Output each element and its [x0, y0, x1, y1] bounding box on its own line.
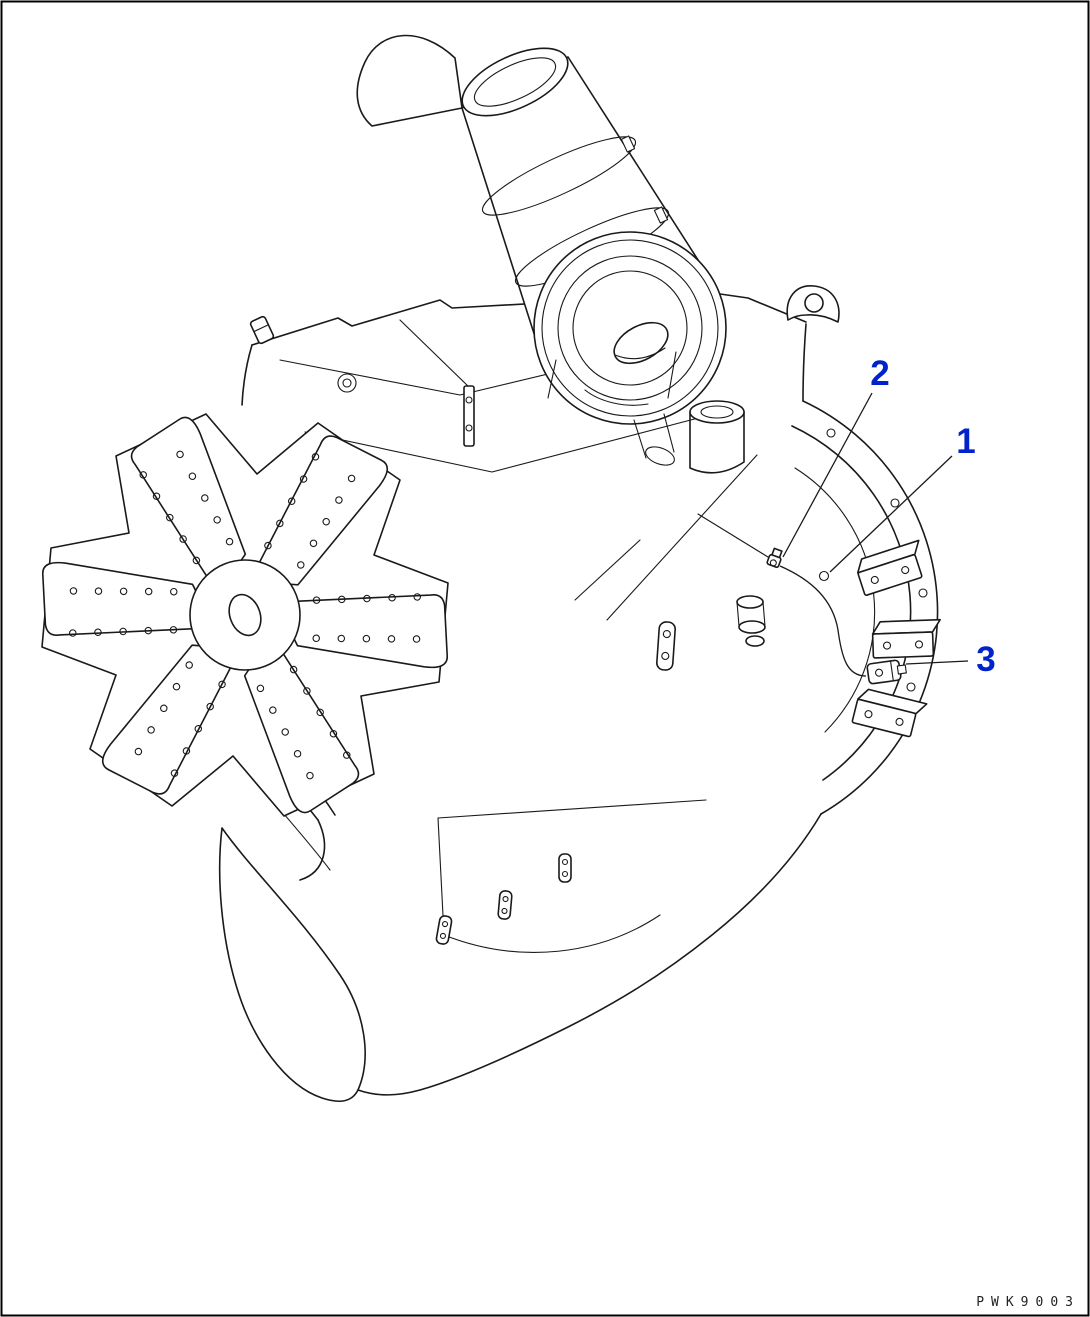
pan-clip: [558, 853, 572, 883]
lifting-ear: [786, 285, 840, 323]
deck-clip: [249, 315, 275, 345]
wiring-harness: [779, 565, 867, 677]
sensor-bolt: [766, 547, 783, 568]
callout-1[interactable]: 1: [829, 422, 976, 573]
clamp-band: [481, 135, 637, 216]
oil-pan: [218, 799, 822, 1103]
leader-line-2: [782, 392, 873, 558]
callout-2[interactable]: 2: [782, 354, 890, 558]
air-cleaner-saddle: [584, 389, 649, 406]
leader-line-3: [905, 660, 969, 665]
block-crease: [574, 539, 641, 601]
fan-assembly: [36, 413, 454, 817]
block-crease: [606, 454, 758, 621]
harness-bracket: [866, 659, 907, 685]
air-cleaner-legs: [547, 351, 677, 399]
fan-hub: [189, 559, 301, 671]
pan-clip: [497, 889, 513, 921]
support-rod: [463, 385, 475, 447]
air-cleaner: [356, 34, 727, 466]
callout-label-1[interactable]: 1: [956, 422, 975, 461]
leader-line-1: [829, 455, 953, 573]
callout-label-2[interactable]: 2: [870, 354, 889, 393]
block-crease: [697, 513, 769, 558]
exhaust-stub: [689, 400, 745, 474]
flywheel-housing: [791, 400, 943, 815]
drawing-code: PWK9003: [976, 1295, 1080, 1310]
mounting-pad: [871, 618, 943, 659]
bleeder-fitting: [736, 595, 766, 647]
callout-3[interactable]: 3: [905, 640, 996, 679]
callouts: 2 1 3: [782, 354, 996, 679]
face-bracket: [656, 621, 676, 671]
callout-label-3[interactable]: 3: [976, 640, 995, 679]
drain-outlet: [633, 413, 675, 466]
air-cleaner-face: [533, 231, 727, 425]
